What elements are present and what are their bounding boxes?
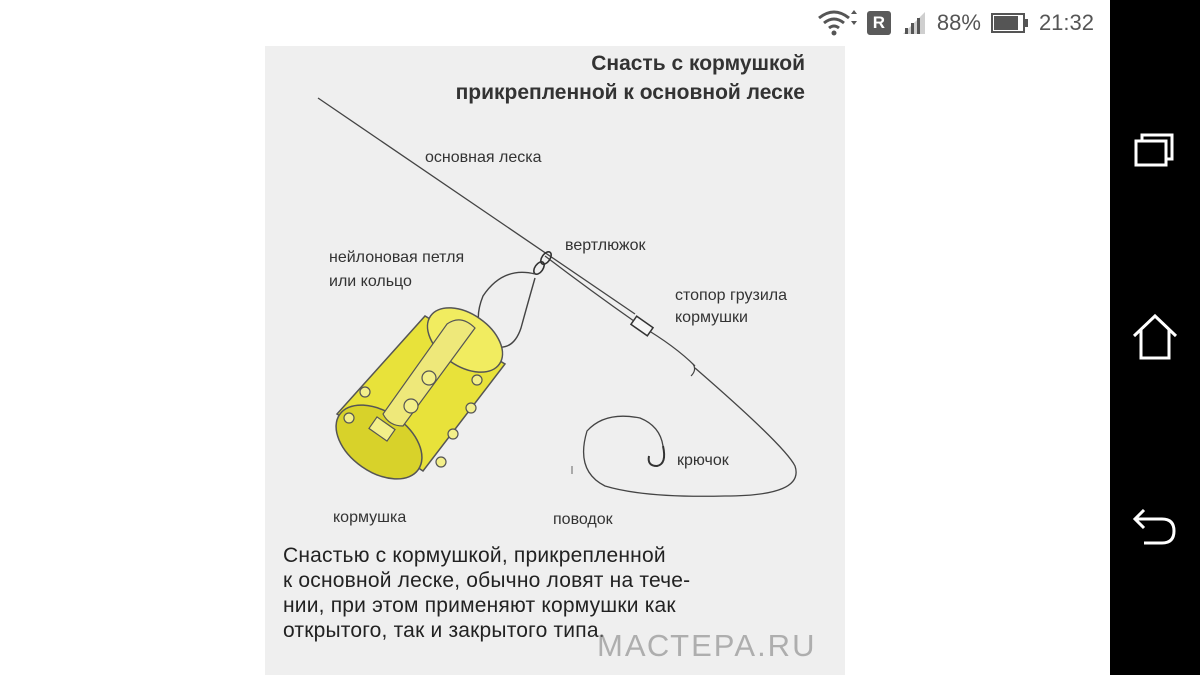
label-feeder: кормушка [333, 509, 407, 526]
label-swivel: вертлюжок [565, 237, 646, 254]
home-button[interactable] [1130, 312, 1180, 362]
battery-percent: 88% [936, 10, 981, 35]
recents-icon [1134, 133, 1174, 167]
label-leader: поводок [553, 511, 613, 528]
home-icon [1132, 313, 1178, 360]
swivel-icon [533, 251, 552, 275]
main-line-lower [544, 255, 696, 367]
wifi-icon [817, 10, 857, 36]
watermark: МАСТЕРА.RU [597, 628, 817, 663]
hook-icon [647, 445, 666, 468]
back-icon [1132, 508, 1176, 545]
label-main-line: основная леска [425, 149, 542, 166]
feeder-icon [335, 307, 507, 480]
caption-line: открытого, так и закрытого типа. [283, 619, 605, 642]
roaming-badge: R [866, 11, 891, 35]
battery-icon [990, 13, 1028, 33]
label-stopper-1: стопор грузила [675, 287, 788, 304]
diagram-drawing [317, 97, 797, 497]
caption-line: к основной леске, обычно ловят на тече- [283, 569, 691, 592]
diagram-title: Снасть с кормушкой прикрепленной к основ… [385, 49, 805, 107]
main-line [317, 97, 636, 315]
caption-line: Снастью с кормушкой, прикрепленной [283, 544, 666, 567]
status-bar: R 88% 21:32 [0, 0, 1110, 46]
caption-line: нии, при этом применяют кормушки как [283, 594, 676, 617]
signal-icon [902, 12, 925, 34]
back-button[interactable] [1130, 500, 1180, 550]
clock: 21:32 [1038, 10, 1094, 35]
label-nylon-loop-2: или кольцо [329, 273, 412, 290]
recents-button[interactable] [1130, 125, 1180, 175]
diagram-title-line1: Снасть с кормушкой [591, 52, 805, 75]
diagram-caption: Снастью с кормушкой, прикрепленной к осн… [283, 543, 823, 643]
label-hook: крючок [677, 452, 729, 469]
status-icons: R 88% 21:32 [817, 8, 1094, 38]
stopper-icon [629, 315, 655, 337]
leader-line [583, 367, 797, 497]
label-stopper-2: кормушки [675, 309, 748, 326]
navigation-bar [1110, 0, 1200, 675]
tackle-diagram-image: Снасть с кормушкой прикрепленной к основ… [265, 46, 845, 675]
diagram-title-line2: прикрепленной к основной леске [455, 81, 805, 104]
label-nylon-loop-1: нейлоновая петля [329, 249, 465, 266]
